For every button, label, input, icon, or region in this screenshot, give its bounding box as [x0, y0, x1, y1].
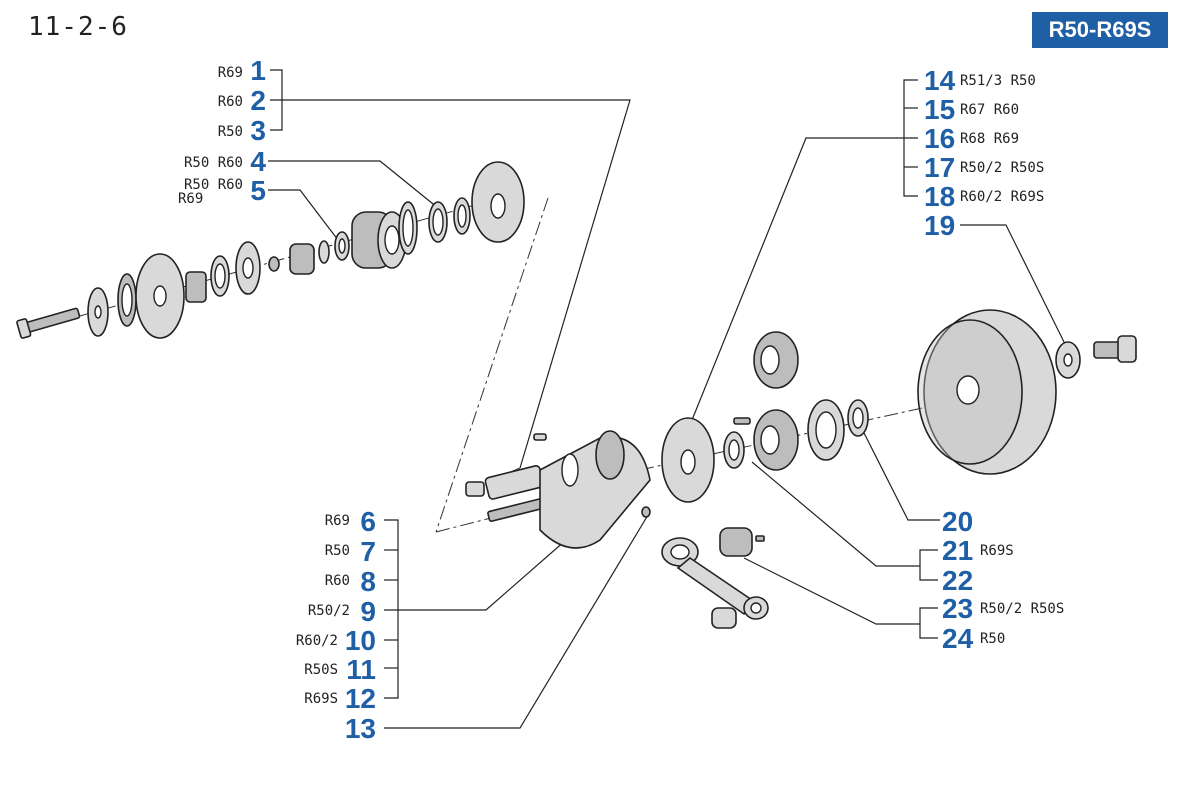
callout-16-number: 16	[924, 123, 955, 154]
callout-2-label: R60	[218, 94, 243, 110]
callout-8-label: R60	[325, 573, 350, 589]
crankshaft	[465, 430, 651, 549]
needle-bearing	[719, 527, 753, 557]
callout-1-label: R69	[218, 65, 243, 81]
lower-right-parts	[661, 309, 1137, 629]
flywheel	[923, 309, 1057, 475]
callout-6-number: 6	[360, 506, 376, 537]
callout-11-label: R50S	[304, 662, 338, 678]
bearing-small	[185, 271, 207, 303]
upper-shaft-parts	[16, 161, 525, 339]
callout-12-label: R69S	[304, 691, 338, 707]
callout-7-number: 7	[360, 536, 376, 567]
callout-5-number: 5	[250, 175, 266, 206]
callout-8-number: 8	[360, 566, 376, 597]
callout-21-number: 21	[942, 535, 973, 566]
callout-19-number: 19	[924, 210, 955, 241]
callout-9-label: R50/2	[308, 603, 350, 619]
callout-24-label: R50	[980, 631, 1005, 647]
callout-10-number: 10	[345, 625, 376, 656]
callout-15-number: 15	[924, 94, 955, 125]
callout-17-label: R50/2 R50S	[960, 160, 1044, 176]
callout-22-number: 22	[942, 565, 973, 596]
callout-6-label: R69	[325, 513, 350, 529]
callout-2-number: 2	[250, 85, 266, 116]
bearing-2	[289, 243, 315, 275]
page-title: 11-2-6	[28, 12, 128, 42]
callout-13-number: 13	[345, 713, 376, 744]
callout-23-label: R50/2 R50S	[980, 601, 1064, 617]
callout-18-label: R60/2 R69S	[960, 189, 1044, 205]
callout-4-label: R50 R60	[184, 155, 243, 171]
bolt-left	[16, 307, 81, 339]
callout-14-label: R51/3 R50	[960, 73, 1036, 89]
callout-17-number: 17	[924, 152, 955, 183]
callout-24-number: 24	[942, 623, 974, 654]
connecting-rod	[661, 537, 769, 620]
model-badge: R50-R69S	[1032, 12, 1168, 48]
callout-11-number: 11	[346, 654, 376, 685]
small-nut	[268, 256, 280, 272]
callout-5-label: R50 R60	[184, 177, 243, 193]
callout-7-label: R50	[325, 543, 350, 559]
callout-20-number: 20	[942, 506, 973, 537]
callout-3-number: 3	[250, 115, 266, 146]
callout-14-number: 14	[924, 65, 956, 96]
callout-5-label-2: R69	[178, 191, 203, 207]
callout-18-number: 18	[924, 181, 955, 212]
callout-15-label: R67 R60	[960, 102, 1019, 118]
callouts: 1 R69 2 R60 3 R50 4 R50 R60 5 R50 R60 R6…	[178, 55, 1064, 744]
callout-10-label: R60/2	[296, 633, 338, 649]
callout-23-number: 23	[942, 593, 973, 624]
callout-3-label: R50	[218, 124, 243, 140]
callout-9-number: 9	[360, 596, 376, 627]
callout-21-label: R69S	[980, 543, 1014, 559]
callout-12-number: 12	[345, 683, 376, 714]
bushing	[711, 607, 737, 629]
leader-lines	[268, 69, 1067, 729]
callout-16-label: R68 R69	[960, 131, 1019, 147]
callout-1-number: 1	[250, 55, 266, 86]
callout-4-number: 4	[250, 146, 266, 177]
